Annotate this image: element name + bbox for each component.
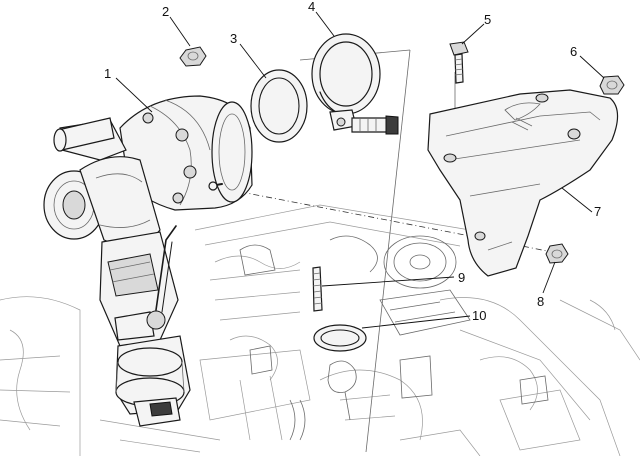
heat-shield (427, 89, 619, 277)
nut (179, 46, 207, 67)
engine-background (0, 204, 640, 456)
gasket-ring (250, 69, 308, 143)
stud (312, 266, 323, 312)
nut-6 (599, 75, 625, 95)
callout-1: 1 (104, 66, 111, 81)
callout-8: 8 (537, 294, 544, 309)
callout-9: 9 (458, 270, 465, 285)
turbocharger (43, 95, 253, 427)
callout-2: 2 (162, 4, 169, 19)
bolt (449, 41, 469, 84)
callout-6: 6 (570, 44, 577, 59)
callout-7: 7 (594, 204, 601, 219)
callout-3: 3 (230, 31, 237, 46)
callout-labels: 1 2 3 4 5 6 7 8 9 10 (104, 0, 601, 323)
callout-4: 4 (308, 0, 315, 14)
leader-lines (115, 11, 605, 329)
gasket (313, 324, 367, 352)
callout-10: 10 (472, 308, 486, 323)
callout-5: 5 (484, 12, 491, 27)
exhaust-clamp (311, 33, 399, 135)
bolt-8 (545, 243, 569, 264)
